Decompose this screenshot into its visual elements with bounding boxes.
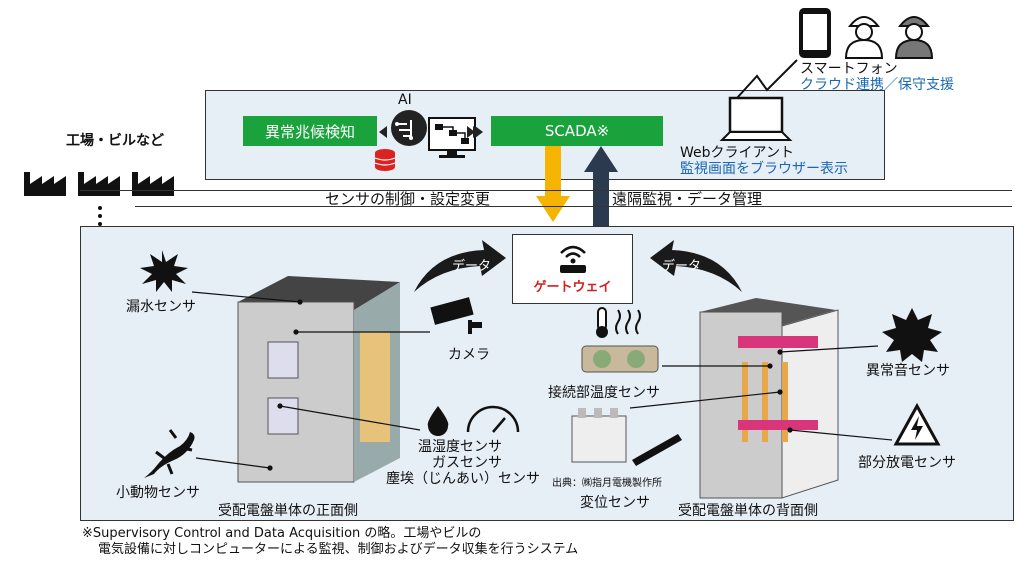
data-arrow-left bbox=[414, 240, 506, 292]
control-flow-label: センサの制御・設定変更 bbox=[325, 190, 491, 208]
up-arrow-monitoring bbox=[584, 146, 618, 226]
data-label-left: データ bbox=[452, 259, 492, 274]
web-client-title: Webクライアント bbox=[680, 145, 794, 161]
monitoring-flow-label: 遠隔監視・データ管理 bbox=[612, 190, 763, 208]
explosion-icon bbox=[882, 308, 942, 362]
abnormal-sound-sensor-label: 異常音センサ bbox=[866, 363, 950, 379]
gauge-icon bbox=[466, 405, 520, 433]
anomaly-detection-label: 異常兆候検知 bbox=[243, 116, 377, 146]
dust-sensor-label: 塵埃（じんあい）センサ bbox=[386, 471, 540, 487]
front-panel-cabinet bbox=[237, 276, 400, 483]
displacement-sensor-image bbox=[571, 408, 627, 463]
smartphone-title: スマートフォン bbox=[800, 61, 898, 77]
ai-label: AI bbox=[398, 92, 412, 108]
camera-label: カメラ bbox=[448, 347, 490, 363]
high-voltage-warning-icon bbox=[893, 402, 941, 446]
factory-label: 工場・ビルなど bbox=[66, 133, 164, 149]
front-panel-label: 受配電盤単体の正面側 bbox=[218, 503, 358, 519]
web-client-subtitle: 監視画面をブラウザー表示 bbox=[680, 161, 848, 177]
scada-label: SCADA※ bbox=[491, 116, 663, 146]
temp-humidity-sensor-label: 温湿度センサ bbox=[418, 439, 502, 455]
bidirectional-arrows bbox=[379, 126, 483, 138]
worker-icon-dark bbox=[894, 16, 934, 59]
ruler-icon bbox=[632, 434, 682, 466]
laptop-icon bbox=[719, 96, 793, 141]
back-panel-cabinet bbox=[699, 298, 839, 499]
ai-brain-icon bbox=[391, 110, 427, 146]
partial-discharge-sensor-label: 部分放電センサ bbox=[858, 455, 956, 471]
footnote-line-2: 電気設備に対しコンピューターによる監視、制御およびデータ収集を行うシステム bbox=[98, 542, 579, 557]
junction-temp-sensor-image bbox=[581, 345, 659, 373]
small-animal-sensor-label: 小動物センサ bbox=[116, 485, 200, 501]
thermometer-heat-icon bbox=[596, 307, 641, 338]
gas-sensor-label: ガスセンサ bbox=[432, 455, 502, 471]
camera-icon bbox=[430, 297, 482, 334]
data-arrow-right bbox=[650, 240, 742, 292]
down-arrow-control bbox=[536, 146, 570, 222]
router-icon bbox=[560, 245, 586, 273]
water-splash-icon bbox=[140, 250, 188, 292]
water-drop-icon bbox=[427, 406, 449, 436]
wireless-zigzag-icon bbox=[736, 59, 798, 99]
smartphone-subtitle: クラウド連携／保守支援 bbox=[800, 77, 954, 93]
separator-line-top bbox=[80, 190, 1012, 191]
data-label-right: データ bbox=[662, 259, 702, 274]
displacement-sensor-label: 変位センサ bbox=[580, 495, 650, 511]
worker-icon bbox=[844, 16, 884, 59]
back-panel-label: 受配電盤単体の背面側 bbox=[678, 503, 818, 519]
database-icon bbox=[374, 149, 396, 171]
junction-temp-sensor-label: 接続部温度センサ bbox=[548, 385, 660, 401]
separator-line-bottom bbox=[135, 206, 1012, 207]
leak-sensor-label: 漏水センサ bbox=[126, 299, 196, 315]
gateway-box: ゲートウェイ bbox=[512, 234, 633, 304]
lizard-icon bbox=[144, 429, 195, 478]
gateway-label: ゲートウェイ bbox=[533, 280, 612, 295]
source-credit: 出典：㈱指月電機製作所 bbox=[552, 478, 662, 489]
smartphone-icon bbox=[799, 8, 831, 58]
footnote-line-1: ※Supervisory Control and Data Acquisitio… bbox=[82, 526, 482, 541]
